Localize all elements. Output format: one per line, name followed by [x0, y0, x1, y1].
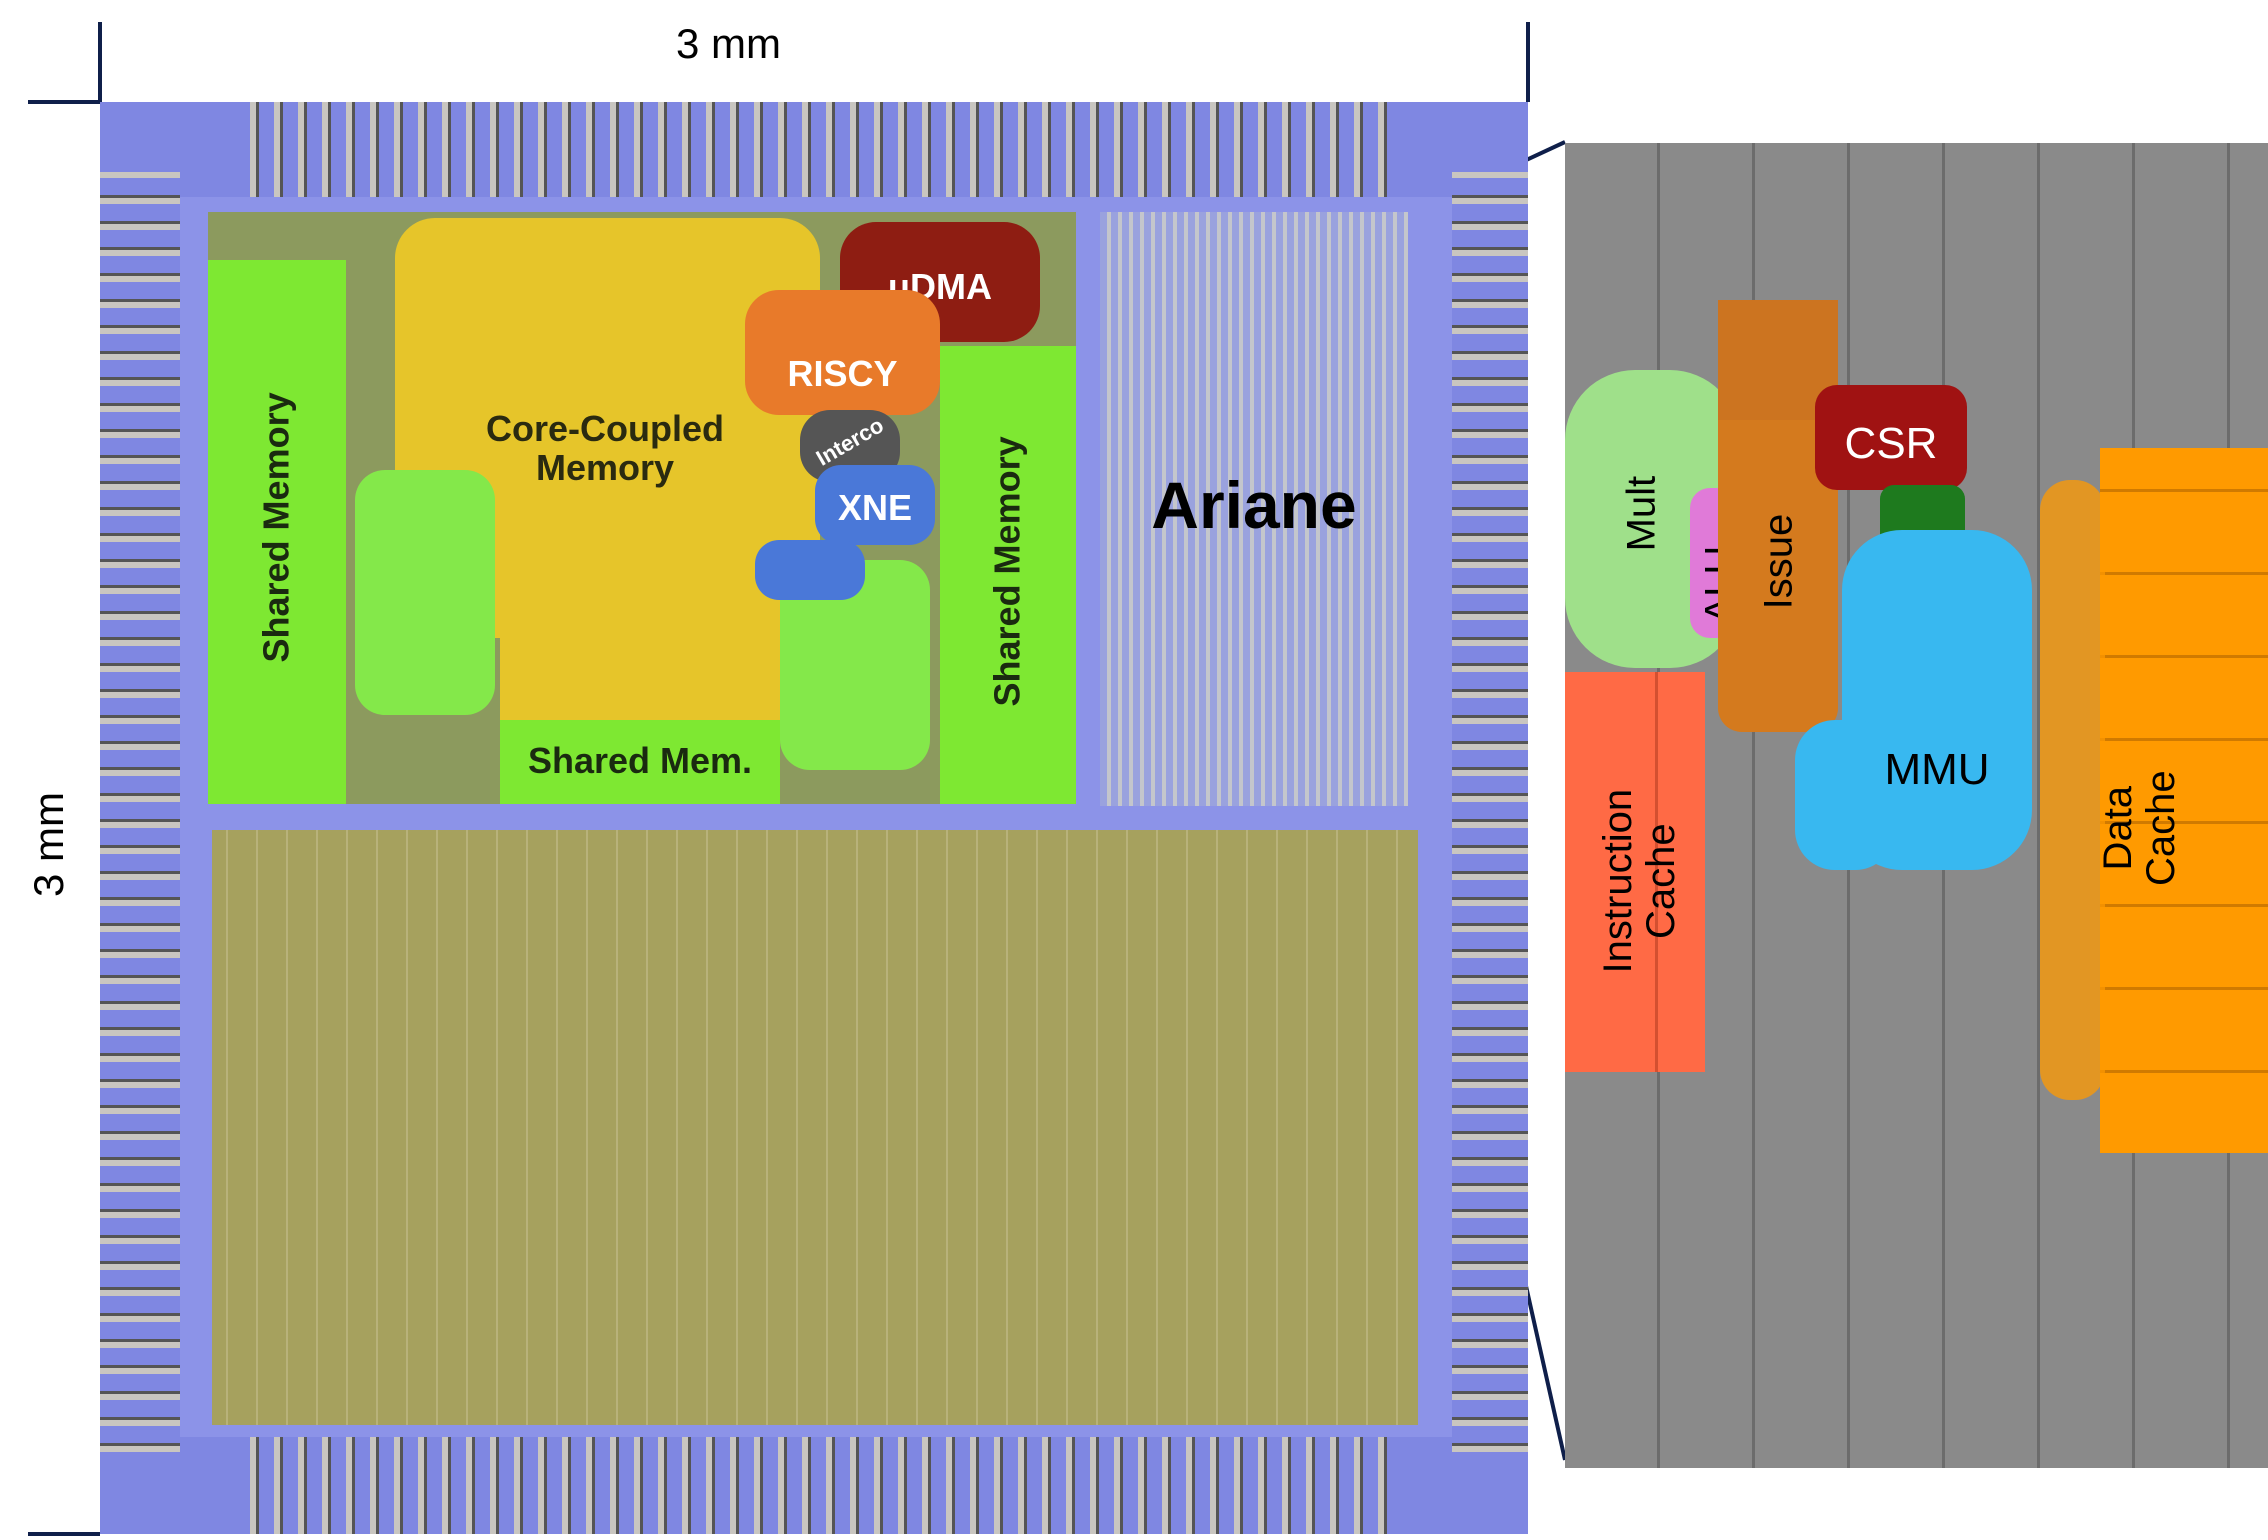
- shared-mem-bottom-block: [500, 720, 780, 804]
- shared-memory-right-block: [940, 346, 1076, 804]
- dcache-block-cells: [2100, 448, 2268, 1153]
- mmu-label: MMU: [1884, 745, 1990, 794]
- mmu-block-left: [1795, 720, 1895, 870]
- ariane-label: Ariane: [1151, 468, 1357, 542]
- shared-memory-left-block: [208, 260, 346, 804]
- height-dimension-label: 3 mm: [25, 792, 72, 897]
- dcache-scatter: [2040, 480, 2105, 1100]
- riscy-block: [745, 290, 940, 415]
- memory-array-block: [212, 830, 1418, 1425]
- mult-label: Mult: [1619, 475, 1664, 552]
- xne-label: XNE: [837, 487, 913, 528]
- xne-block: [815, 465, 935, 545]
- shared-memory-right-label: Shared Memory: [986, 436, 1028, 707]
- bond-wires-bottom: [250, 1437, 1400, 1534]
- shared-mem-bottom-label: Shared Mem.: [527, 740, 753, 781]
- csr-label: CSR: [1844, 419, 1938, 468]
- logic-cluster-left: [355, 470, 495, 715]
- issue-label: Issue: [1756, 513, 1801, 610]
- icache-label: Instruction Cache: [1595, 788, 1683, 974]
- bond-wires-top: [250, 102, 1400, 197]
- csr-block: [1815, 385, 1967, 490]
- ariane-block: [1100, 212, 1408, 806]
- bond-wires-left: [100, 172, 180, 1452]
- core-coupled-memory-block-lower: [500, 630, 780, 720]
- icache-block-cells: [1565, 672, 1705, 1072]
- dcache-label: Data Cache: [2095, 770, 2183, 886]
- bond-wires-right: [1452, 172, 1528, 1452]
- riscy-label: RISCY: [787, 353, 898, 394]
- shared-memory-left-label: Shared Memory: [255, 392, 297, 663]
- core-coupled-memory-label: Core-Coupled Memory: [486, 408, 724, 488]
- width-dimension-label: 3 mm: [676, 20, 781, 67]
- xne-block-tail: [755, 540, 865, 600]
